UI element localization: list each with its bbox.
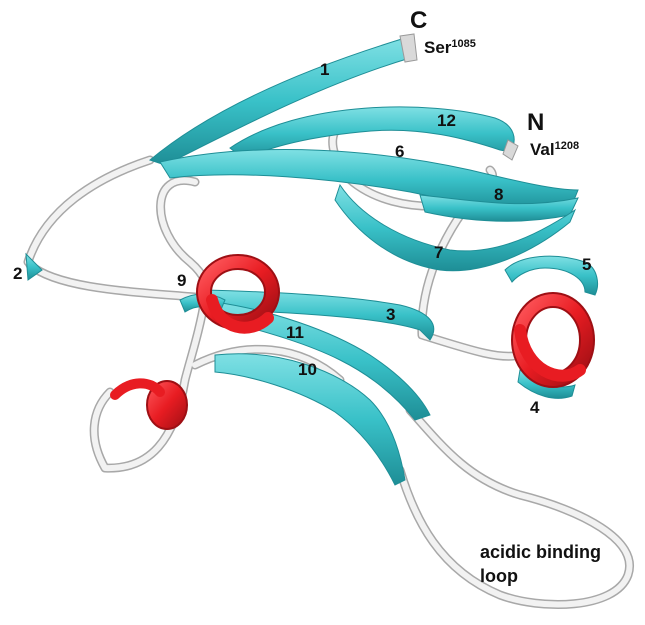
label-4: 4 (530, 398, 540, 417)
label-10: 10 (298, 360, 317, 379)
loop-label-line2: loop (480, 566, 518, 586)
n-terminus-residue: Val1208 (530, 140, 579, 159)
c-terminus-letter: C (410, 7, 427, 34)
label-1: 1 (320, 60, 329, 79)
beta-strands (26, 34, 598, 485)
c-terminus-label: C Ser1085 (410, 7, 476, 57)
label-5: 5 (582, 255, 591, 274)
label-11: 11 (286, 323, 304, 342)
label-7: 7 (434, 243, 443, 262)
element-labels: 1 2 3 4 5 6 7 8 9 10 11 12 (13, 60, 591, 417)
n-terminus-label: N Val1208 (527, 109, 579, 159)
helix-near-4-5 (519, 300, 587, 380)
label-9: 9 (177, 271, 186, 290)
label-6: 6 (395, 142, 404, 161)
strand-6 (160, 150, 578, 211)
c-terminus-residue: Ser1085 (424, 38, 476, 57)
n-terminus-letter: N (527, 109, 544, 136)
acidic-binding-loop-label: acidic binding loop (480, 542, 601, 586)
label-12: 12 (437, 111, 456, 130)
helix-lower-left (115, 381, 187, 429)
loop-label-line1: acidic binding (480, 542, 601, 562)
label-3: 3 (386, 305, 395, 324)
label-8: 8 (494, 185, 503, 204)
label-2: 2 (13, 264, 22, 283)
